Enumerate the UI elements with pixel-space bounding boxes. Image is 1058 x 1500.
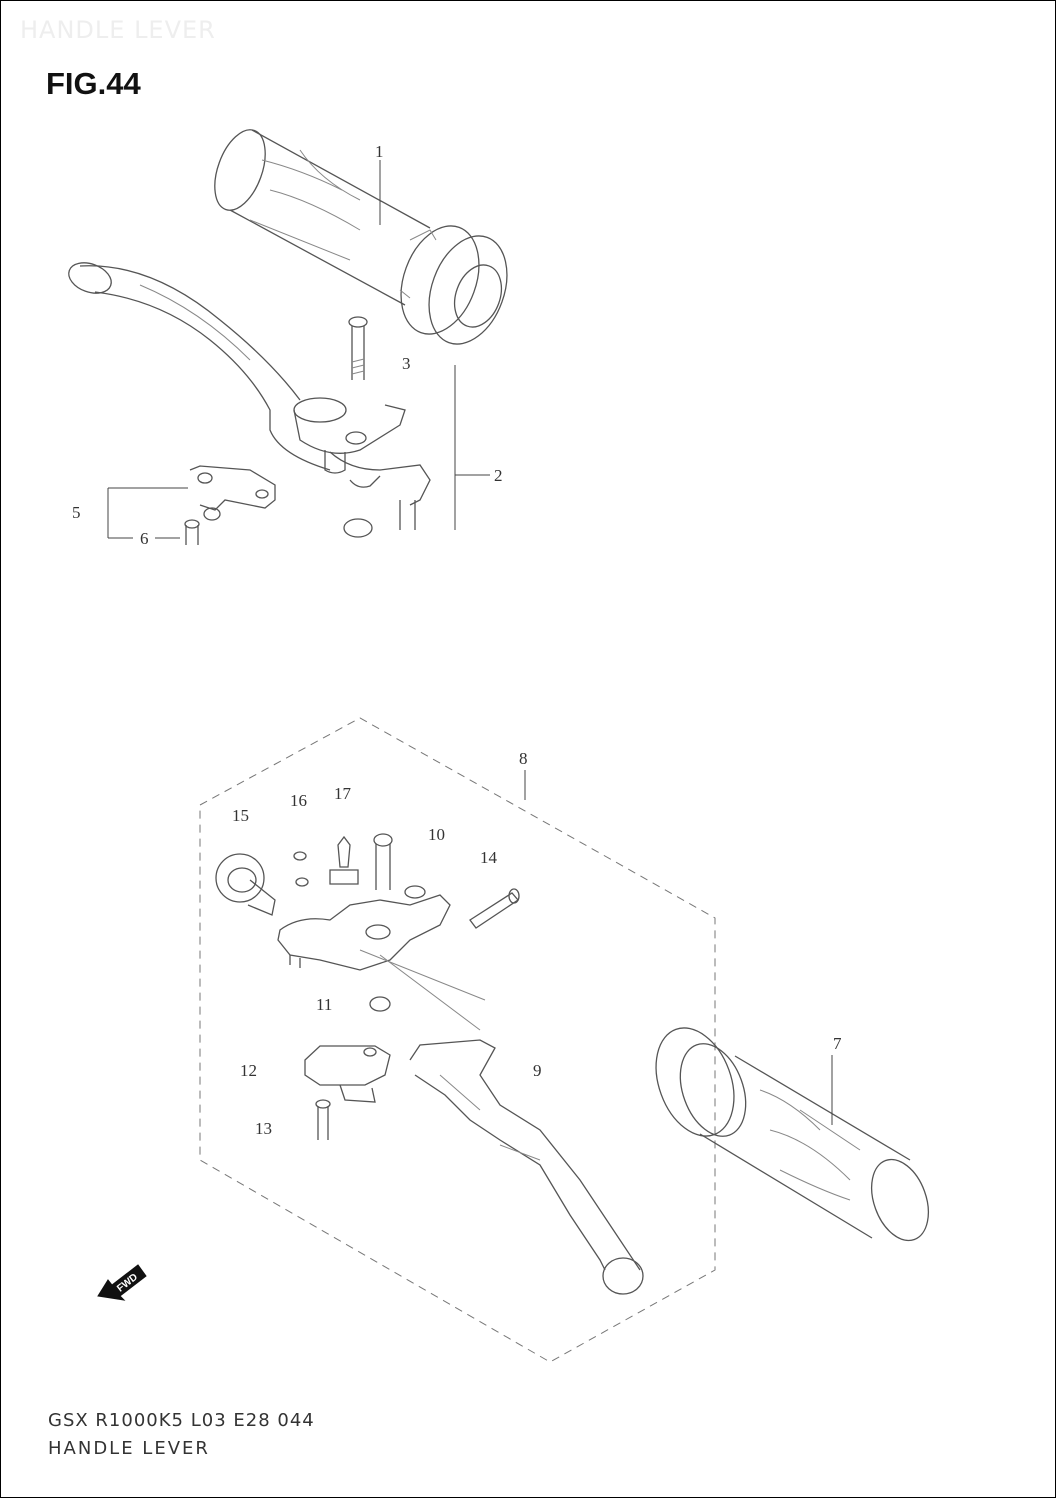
pin-14 [469,888,520,929]
callout-9: 9 [533,1061,542,1080]
grip-lower [655,1027,929,1242]
callout-14: 14 [480,848,498,867]
diagram-title: HANDLE LEVER [48,1438,210,1459]
callout-16: 16 [290,791,307,810]
master-cylinder [277,885,486,1031]
callout-2: 2 [494,466,503,485]
callout-8: 8 [519,749,528,768]
callout-10: 10 [428,825,445,844]
callout-13: 13 [255,1119,272,1138]
callout-17: 17 [334,784,352,803]
watermark-title: HANDLE LEVER [20,16,216,44]
small-parts [293,833,393,890]
grip-upper [214,129,508,345]
figure-number: FIG.44 [46,66,141,101]
bracket-upper [293,397,431,538]
leader-5 [107,487,188,539]
callout-1-upper: 1 [375,142,384,161]
holder-5 [184,465,276,545]
callout-5: 5 [72,503,81,522]
nut-11 [369,996,391,1012]
callout-3: 3 [402,354,411,373]
callout-12: 12 [240,1061,257,1080]
diagram-code: GSX R1000K5 L03 E28 044 [48,1410,315,1431]
callout-15: 15 [232,806,249,825]
leader-2 [454,365,490,530]
callout-7: 7 [833,1034,842,1053]
callout-6: 6 [140,529,149,548]
callout-11: 11 [316,995,332,1014]
lever-9 [409,1039,644,1295]
set-boundary-8 [199,717,716,1363]
bolt-3 [348,316,368,380]
switch-12 [304,1045,391,1140]
lever-upper [68,262,331,471]
fwd-arrow-icon: FWD [97,1264,147,1301]
reservoir-cap-15 [215,853,276,916]
